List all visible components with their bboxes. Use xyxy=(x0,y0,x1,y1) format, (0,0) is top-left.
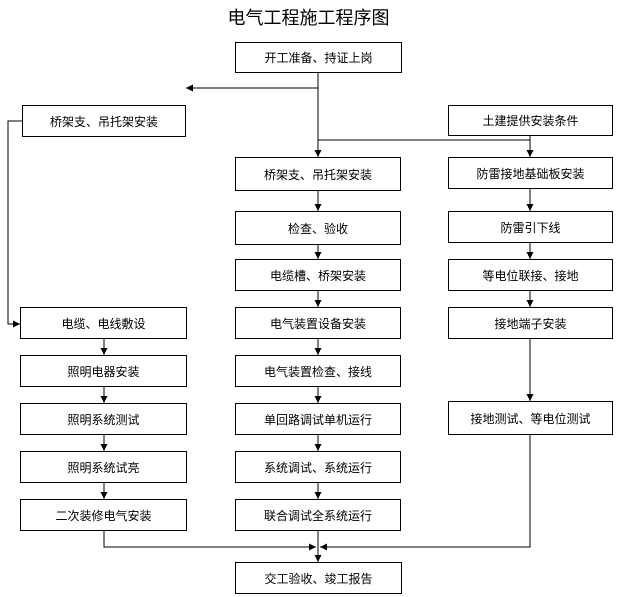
node-ground-test: 接地测试、等电位测试 xyxy=(448,401,613,435)
node-mid-tray: 桥架支、吊托架安装 xyxy=(235,157,401,191)
edge-ground-test-to-handover xyxy=(320,435,531,551)
edge-secondary-to-handover xyxy=(103,531,316,551)
node-equipotential: 等电位联接、接地 xyxy=(448,259,613,291)
node-system-debug: 系统调试、系统运行 xyxy=(235,451,401,483)
node-light-install: 照明电器安装 xyxy=(20,355,187,387)
node-lightning-base: 防雷接地基础板安装 xyxy=(448,157,613,189)
edge-left-tray-to-cable-laying xyxy=(7,120,22,328)
page-title: 电气工程施工程序图 xyxy=(227,8,390,29)
node-joint-debug: 联合调试全系统运行 xyxy=(235,499,401,531)
node-left-tray: 桥架支、吊托架安装 xyxy=(22,105,186,137)
node-downlead: 防雷引下线 xyxy=(448,211,613,243)
node-equip-check: 电气装置检查、接线 xyxy=(235,355,401,387)
node-equip-install: 电气装置设备安装 xyxy=(235,307,401,339)
edge-trunk-to-civil-column xyxy=(318,139,534,157)
node-civil: 土建提供安装条件 xyxy=(448,105,613,136)
node-light-trial: 照明系统试亮 xyxy=(20,451,187,483)
node-ground-terminal: 接地端子安装 xyxy=(448,307,613,339)
node-light-test: 照明系统测试 xyxy=(20,403,187,435)
node-start: 开工准备、持证上岗 xyxy=(235,42,402,73)
node-inspect: 检查、验收 xyxy=(235,211,401,245)
node-handover: 交工验收、竣工报告 xyxy=(235,562,402,594)
node-cable-trough: 电缆槽、桥架安装 xyxy=(235,259,401,291)
node-single-loop: 单回路调试单机运行 xyxy=(235,403,401,435)
node-secondary: 二次装修电气安装 xyxy=(20,499,187,531)
node-cable-laying: 电缆、电线敷设 xyxy=(20,307,187,339)
